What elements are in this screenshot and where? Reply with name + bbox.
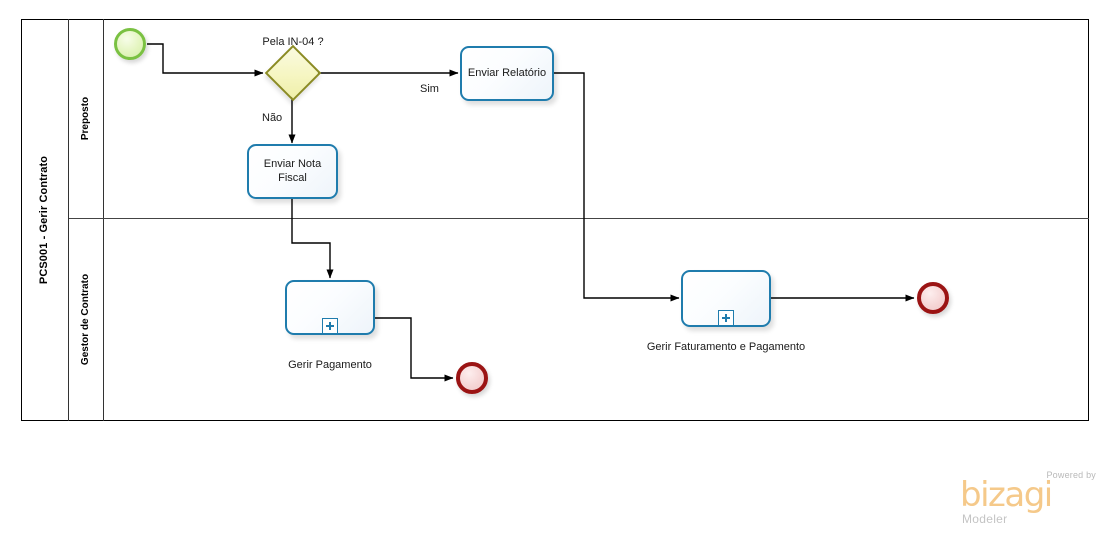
task-enviar-relatorio-label: Enviar Relatório xyxy=(467,66,547,79)
flow-start-to-gateway xyxy=(147,43,264,77)
subprocess-gerir-pagamento[interactable] xyxy=(285,280,375,335)
gateway-label: Pela IN-04 ? xyxy=(262,36,324,48)
lane-header-gestor-de-contrato: Gestor de Contrato xyxy=(69,218,104,421)
end-event-pagamento[interactable] xyxy=(456,362,488,394)
task-enviar-nota-fiscal-label-line2: Fiscal xyxy=(278,171,307,184)
flow-label-nao: Não xyxy=(262,112,283,124)
subprocess-gerir-faturamento-e-pagamento-label: Gerir Faturamento e Pagamento xyxy=(646,341,806,353)
task-enviar-nota-fiscal[interactable]: Enviar Nota Fiscal xyxy=(247,144,338,199)
end-event-faturamento[interactable] xyxy=(917,282,949,314)
subprocess-gerir-pagamento-label: Gerir Pagamento xyxy=(288,359,372,371)
flow-enviar-relatorio-to-gerir-faturamento xyxy=(554,72,680,302)
lane-divider xyxy=(69,218,1089,219)
bizagi-watermark: Powered by bizagi Modeler xyxy=(960,470,1100,528)
lane-header-preposto: Preposto xyxy=(69,19,104,218)
start-event[interactable] xyxy=(114,28,146,60)
watermark-powered-by: Powered by xyxy=(1046,470,1096,480)
plus-marker-icon[interactable] xyxy=(718,310,734,326)
task-enviar-relatorio[interactable]: Enviar Relatório xyxy=(460,46,554,101)
watermark-brand: bizagi xyxy=(960,475,1053,515)
task-enviar-nota-fiscal-label-line1: Enviar Nota xyxy=(263,157,322,170)
plus-marker-icon[interactable] xyxy=(322,318,338,334)
pool-frame xyxy=(21,19,1089,421)
flow-gerir-pagamento-to-end-event xyxy=(375,317,454,382)
flow-enviar-nota-fiscal-to-gerir-pagamento xyxy=(291,199,334,279)
subprocess-gerir-faturamento-e-pagamento[interactable] xyxy=(681,270,771,327)
flow-label-sim: Sim xyxy=(420,83,439,95)
watermark-product: Modeler xyxy=(962,512,1008,526)
pool-header: PCS001 - Gerir Contrato xyxy=(21,19,69,421)
